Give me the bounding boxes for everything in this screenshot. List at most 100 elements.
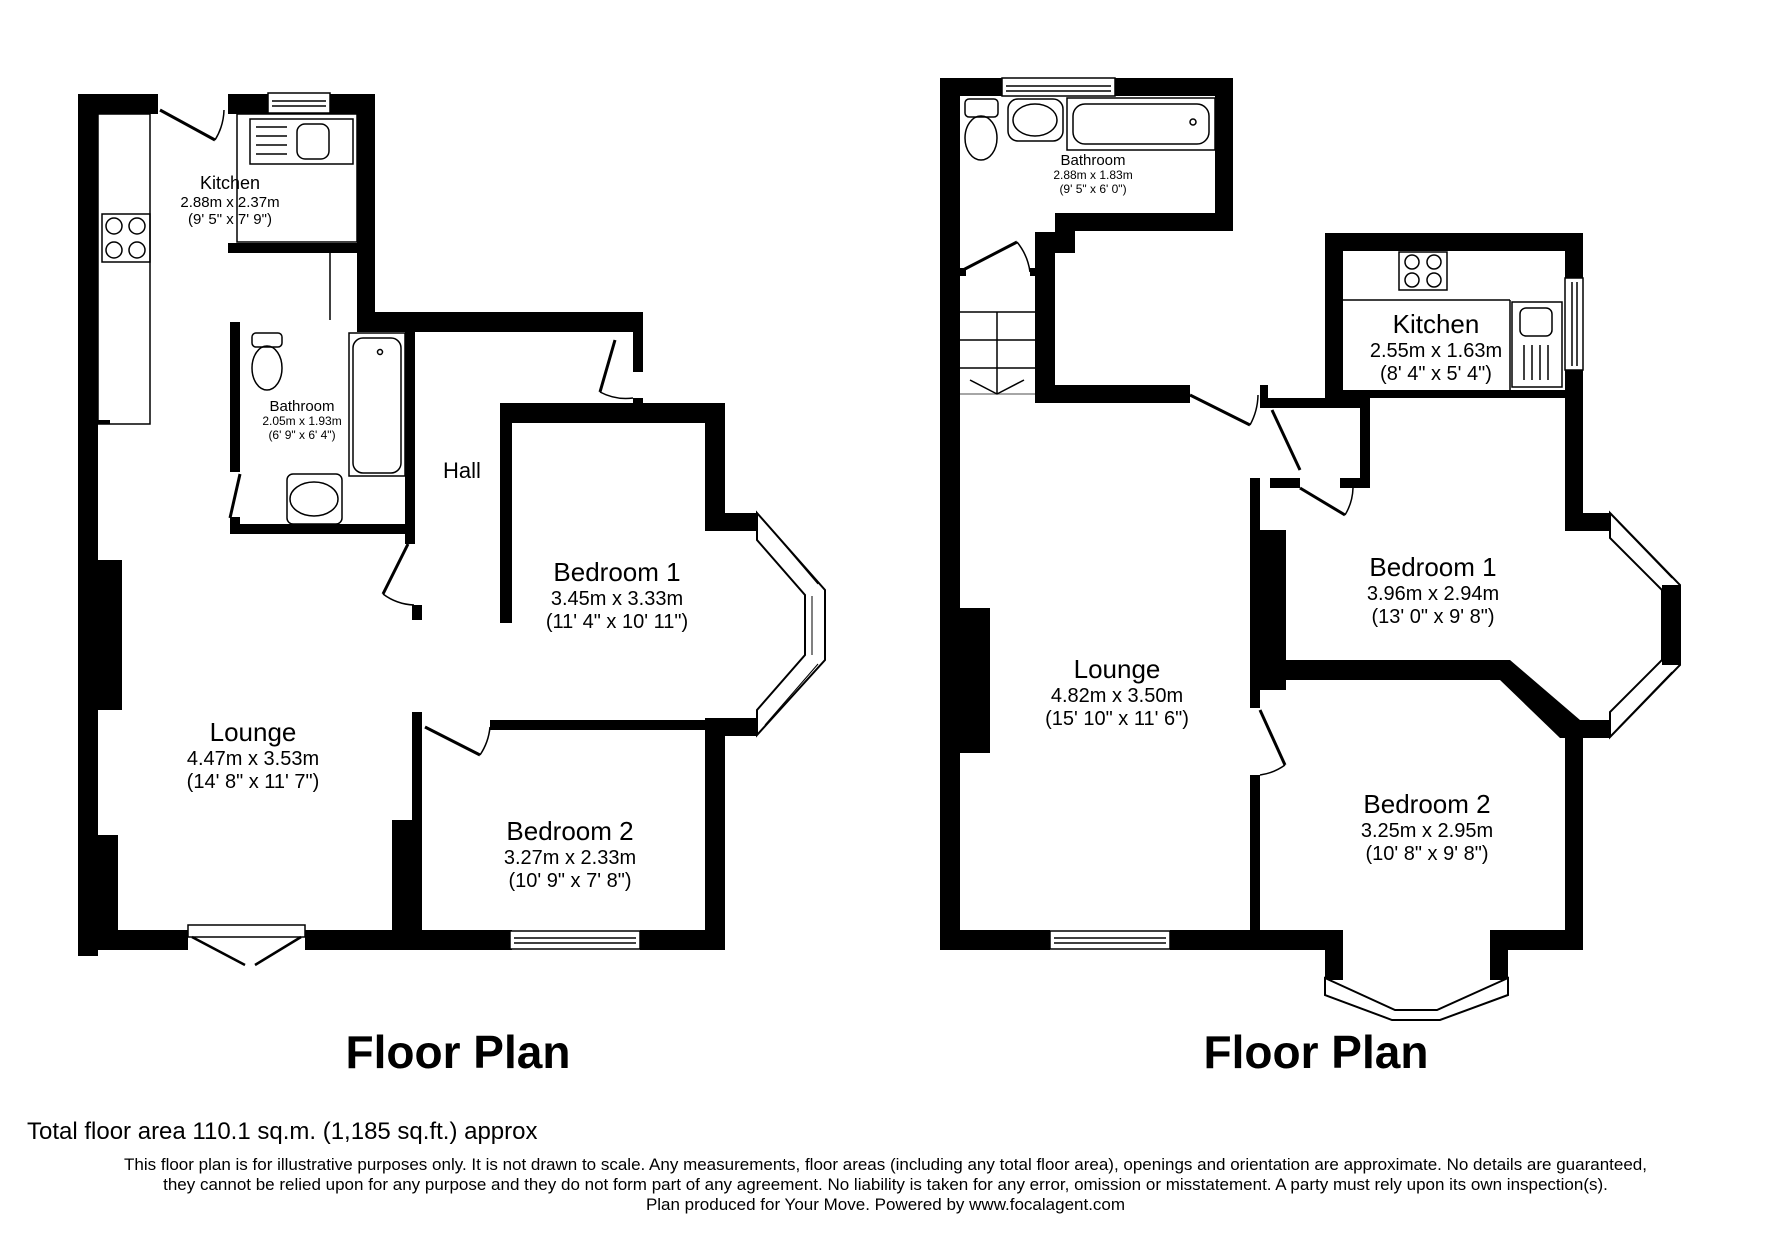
bath-icon bbox=[348, 332, 406, 477]
room-imperial: (10' 8" x 9' 8") bbox=[1365, 842, 1489, 865]
wall bbox=[1490, 930, 1508, 980]
wall bbox=[940, 930, 1050, 950]
wall bbox=[1286, 660, 1580, 738]
room-label-lounge: Lounge 4.82m x 3.50m (15' 10" x 11' 6") bbox=[1045, 654, 1189, 731]
room-name: Bedroom 2 bbox=[506, 816, 634, 846]
wall bbox=[1250, 478, 1260, 708]
wall bbox=[1565, 233, 1583, 278]
wall bbox=[1340, 478, 1370, 488]
door bbox=[1189, 393, 1251, 427]
toilet-icon bbox=[251, 332, 283, 348]
room-name: Lounge bbox=[1073, 654, 1161, 684]
wall bbox=[1215, 78, 1233, 228]
room-imperial: (11' 4" x 10' 11") bbox=[545, 610, 689, 633]
wall bbox=[1565, 370, 1583, 390]
hob-icon bbox=[101, 213, 151, 263]
room-label-bathroom: Bathroom 2.05m x 1.93m (6' 9" x 6' 4") bbox=[262, 398, 341, 443]
door bbox=[159, 108, 216, 142]
room-imperial: (9' 5" x 7' 9") bbox=[188, 210, 272, 228]
wall bbox=[705, 403, 725, 528]
room-metric: 2.05m x 1.93m bbox=[262, 414, 342, 429]
room-name: Bedroom 2 bbox=[1363, 789, 1491, 819]
wall bbox=[940, 78, 960, 950]
door bbox=[598, 339, 617, 393]
wall bbox=[1115, 78, 1233, 96]
room-name: Lounge bbox=[209, 717, 297, 747]
room-label-hall: Hall bbox=[443, 458, 481, 483]
disclaimer-line: they cannot be relied upon for any purpo… bbox=[163, 1175, 1608, 1194]
wall bbox=[1055, 213, 1075, 253]
wall bbox=[1035, 232, 1055, 402]
wall bbox=[412, 610, 422, 620]
room-label-kitchen: Kitchen 2.88m x 2.37m (9' 5" x 7' 9") bbox=[180, 173, 279, 228]
wall bbox=[357, 312, 643, 332]
room-name: Bedroom 1 bbox=[553, 557, 681, 587]
wall bbox=[1565, 720, 1583, 930]
wall bbox=[1325, 233, 1583, 251]
wall bbox=[228, 243, 368, 253]
room-imperial: (13' 0" x 9' 8") bbox=[1371, 605, 1495, 628]
wall bbox=[1260, 398, 1370, 408]
room-name: Hall bbox=[443, 458, 481, 483]
wall bbox=[705, 718, 725, 950]
bay-window bbox=[756, 510, 826, 738]
wall bbox=[392, 820, 422, 950]
disclaimer: This floor plan is for illustrative purp… bbox=[0, 1155, 1771, 1215]
room-metric: 4.47m x 3.53m bbox=[186, 747, 320, 770]
room-label-bathroom: Bathroom 2.88m x 1.83m (9' 5" x 6' 0") bbox=[1053, 152, 1132, 197]
wall bbox=[1270, 478, 1300, 488]
wall bbox=[1360, 398, 1370, 488]
worktop bbox=[236, 113, 358, 243]
wall bbox=[1250, 775, 1260, 950]
wall bbox=[230, 322, 240, 472]
room-imperial: (10' 9" x 7' 8") bbox=[508, 869, 632, 892]
room-name: Bedroom 1 bbox=[1369, 552, 1497, 582]
left-floor-plan bbox=[78, 94, 826, 956]
window bbox=[267, 92, 331, 114]
room-name: Bathroom bbox=[269, 398, 335, 415]
room-metric: 2.88m x 1.83m bbox=[1053, 168, 1133, 183]
room-metric: 3.27m x 2.33m bbox=[503, 846, 637, 869]
door bbox=[424, 725, 481, 757]
hob-icon bbox=[1398, 251, 1448, 291]
room-label-bedroom-2: Bedroom 2 3.27m x 2.33m (10' 9" x 7' 8") bbox=[503, 816, 637, 893]
room-metric: 2.88m x 2.37m bbox=[180, 193, 280, 211]
wall bbox=[1565, 513, 1610, 531]
room-name: Kitchen bbox=[1392, 309, 1480, 339]
total-floor-area: Total floor area 110.1 sq.m. (1,185 sq.f… bbox=[27, 1118, 538, 1145]
wall bbox=[1055, 213, 1233, 231]
chimney-breast bbox=[960, 608, 990, 753]
room-imperial: (6' 9" x 6' 4") bbox=[268, 428, 336, 443]
wall bbox=[960, 268, 966, 276]
door bbox=[228, 473, 242, 519]
wall bbox=[1490, 930, 1583, 950]
chimney-breast bbox=[98, 560, 122, 710]
basin-icon bbox=[286, 473, 343, 525]
room-name: Bathroom bbox=[1060, 152, 1126, 169]
wall bbox=[98, 420, 110, 424]
room-metric: 4.82m x 3.50m bbox=[1050, 684, 1184, 707]
wall bbox=[940, 78, 1002, 96]
right-floor-plan bbox=[940, 78, 1681, 1021]
room-imperial: (15' 10" x 11' 6") bbox=[1045, 707, 1189, 730]
wall bbox=[500, 403, 725, 423]
bath-icon bbox=[1066, 97, 1216, 151]
floor-plan-title-left: Floor Plan bbox=[345, 1026, 571, 1078]
disclaimer-line: Plan produced for Your Move. Powered by … bbox=[645, 1195, 1126, 1214]
window bbox=[1049, 930, 1171, 950]
wall bbox=[405, 322, 415, 534]
door bbox=[1270, 409, 1302, 471]
wall bbox=[705, 513, 757, 531]
wall bbox=[500, 403, 512, 623]
sink-icon bbox=[249, 118, 354, 165]
room-metric: 3.25m x 2.95m bbox=[1360, 819, 1494, 842]
room-label-lounge: Lounge 4.47m x 3.53m (14' 8" x 11' 7") bbox=[186, 717, 320, 794]
door bbox=[1299, 486, 1346, 517]
wall bbox=[490, 720, 715, 730]
wall bbox=[412, 930, 512, 950]
left-fixtures bbox=[97, 92, 641, 967]
bay-window bbox=[1324, 976, 1509, 1021]
door bbox=[1258, 709, 1287, 766]
sink-icon bbox=[1511, 301, 1563, 388]
